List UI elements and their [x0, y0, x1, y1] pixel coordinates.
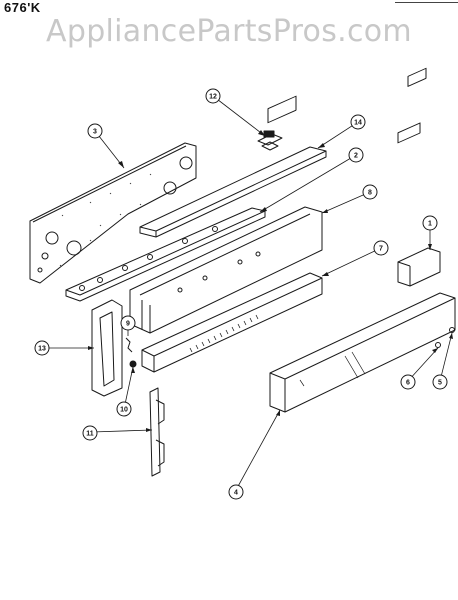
part-2-mounting-rail [65, 207, 266, 302]
callout-13: 13 [34, 340, 50, 356]
part-8-control-housing [129, 95, 323, 334]
part-4-glass-panel [269, 122, 456, 413]
header-rule [395, 2, 458, 3]
callout-14: 14 [350, 114, 366, 130]
part-1-timer-module [397, 67, 441, 287]
svg-text:5: 5 [438, 380, 442, 387]
part-12-switch [257, 130, 283, 151]
callout-9: 9 [120, 315, 136, 331]
svg-text:3: 3 [93, 129, 97, 136]
svg-text:14: 14 [354, 120, 362, 127]
svg-text:9: 9 [126, 321, 130, 328]
leader-arrows [88, 130, 453, 432]
callout-5: 5 [432, 374, 448, 390]
callout-6: 6 [400, 374, 416, 390]
callout-11: 11 [82, 425, 98, 441]
part-6-fastener [435, 342, 441, 348]
part-3-back-panel [29, 142, 197, 284]
callout-2: 2 [348, 147, 364, 163]
callout-10: 10 [116, 401, 132, 417]
svg-text:4: 4 [234, 490, 238, 497]
svg-text:12: 12 [209, 94, 217, 101]
part-9-clip [125, 337, 133, 353]
svg-text:10: 10 [120, 407, 128, 414]
part-14-trim-strip [139, 146, 327, 238]
svg-text:13: 13 [38, 346, 46, 353]
callouts: 12 3 14 2 8 7 1 9 [34, 88, 448, 500]
part-13-end-cap [91, 299, 123, 397]
svg-text:6: 6 [406, 380, 410, 387]
svg-text:8: 8 [368, 190, 372, 197]
callout-12: 12 [205, 88, 221, 104]
leader-lines [49, 95, 453, 491]
part-5-fastener [449, 327, 455, 333]
part-11-bracket [149, 387, 165, 477]
callout-4: 4 [228, 484, 244, 500]
part-10-fastener [129, 360, 137, 368]
part-7-vented-panel [141, 272, 323, 373]
watermark: AppliancePartsPros.com [46, 14, 412, 49]
svg-text:1: 1 [428, 221, 432, 228]
callout-1: 1 [422, 215, 438, 231]
svg-text:11: 11 [86, 431, 94, 438]
callout-3: 3 [87, 123, 103, 139]
svg-text:7: 7 [379, 246, 383, 253]
callout-8: 8 [362, 184, 378, 200]
model-code: 676'K [4, 0, 41, 15]
callout-7: 7 [373, 240, 389, 256]
svg-text:2: 2 [354, 153, 358, 160]
